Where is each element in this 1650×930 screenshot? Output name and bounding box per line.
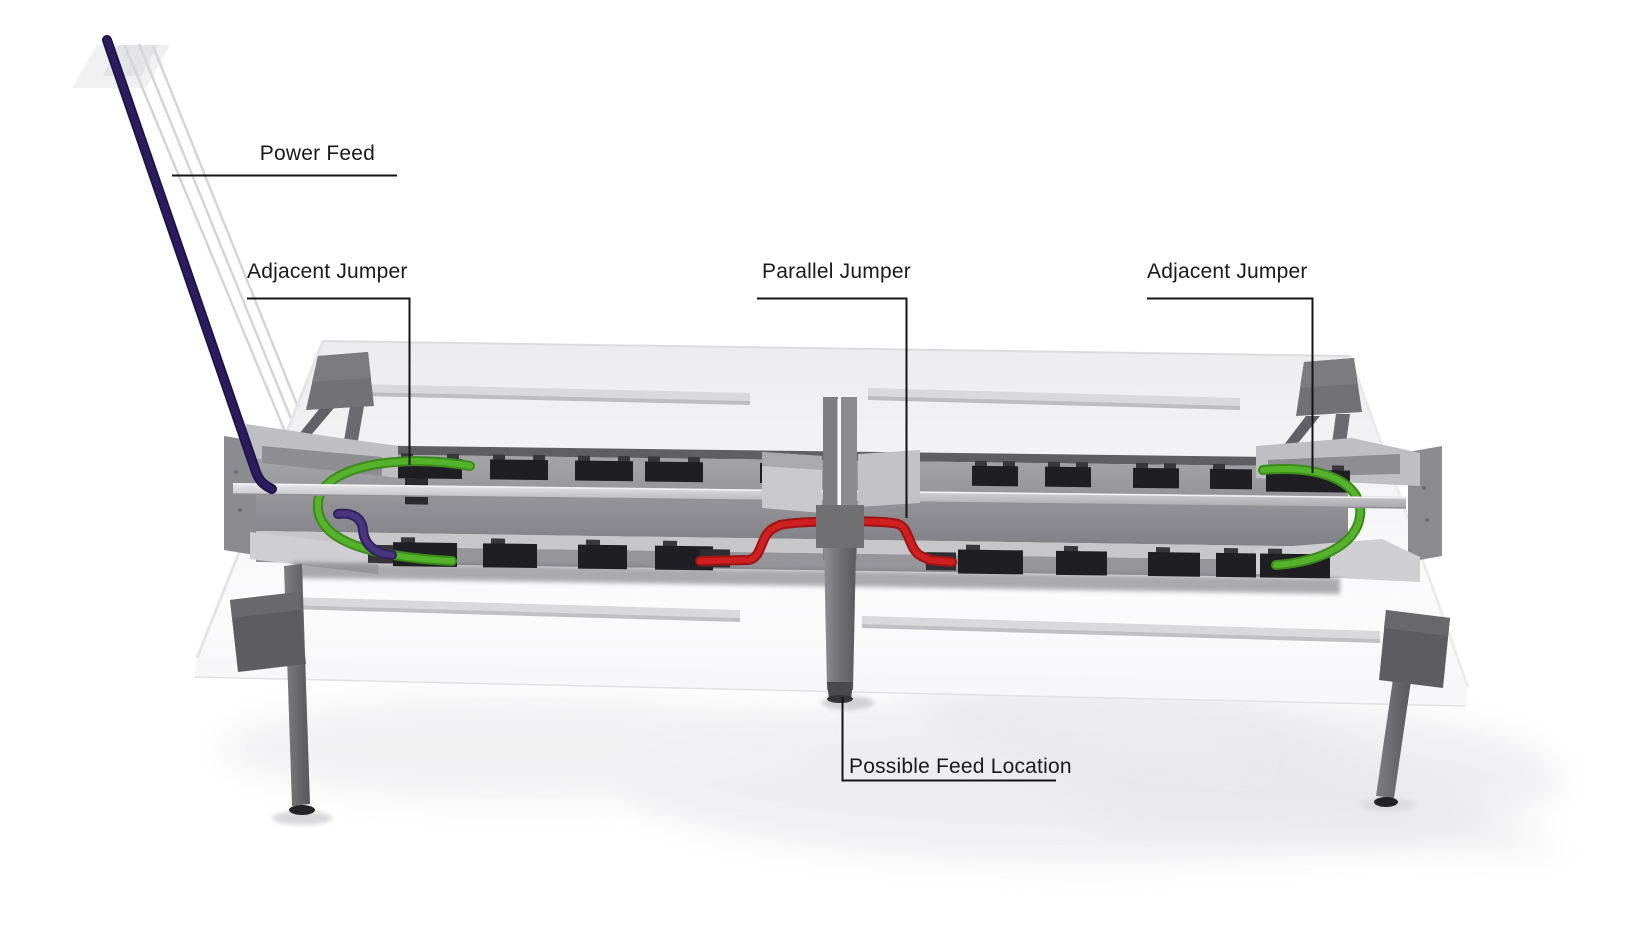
center-collar [816,505,864,548]
label-possible-feed-location: Possible Feed Location [849,755,1072,778]
label-adjacent-jumper-right: Adjacent Jumper [1147,260,1308,283]
leader-adjacent-jumper-left [247,297,411,465]
front-leg-right [1374,610,1450,807]
leader-parallel-jumper [757,297,908,518]
leader-adjacent-jumper-right [1147,297,1314,473]
leader-possible-feed-location [841,697,1056,782]
desktop-rails [288,384,1380,643]
label-power-feed: Power Feed [259,142,375,165]
label-adjacent-jumper-left: Adjacent Jumper [247,260,408,283]
feed-conduit [123,43,324,468]
label-parallel-jumper: Parallel Jumper [762,260,911,283]
center-leg [824,548,856,690]
power-feed-tail [333,508,397,560]
power-modules [368,453,1350,579]
leader-lines [172,174,1314,782]
module-row-bottom [368,537,1330,579]
center-spine [762,397,920,703]
power-feed-cable [102,35,277,494]
front-leg-left [230,564,315,815]
